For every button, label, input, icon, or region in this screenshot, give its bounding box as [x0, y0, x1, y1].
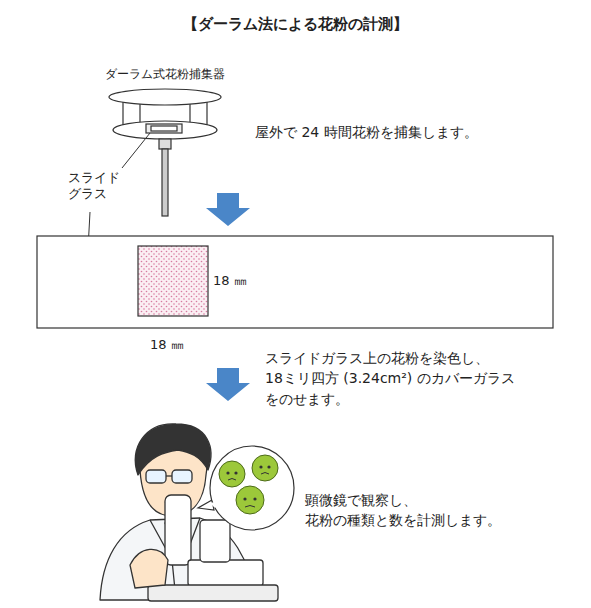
part-label: スライド グラス	[68, 170, 126, 203]
dimension: 18 ㎜	[150, 336, 184, 355]
dimension: 18 ㎜	[213, 272, 247, 291]
step-text: 顕微鏡で観察し、 花粉の種類と数を計測します。	[305, 490, 555, 531]
down-arrow	[206, 193, 250, 226]
slide-glass	[37, 236, 553, 328]
pollen-grains	[219, 455, 278, 514]
title: 【ダーラム法による花粉の計測】	[183, 14, 408, 36]
device-label: ダーラム式花粉捕集器	[105, 66, 225, 83]
step-text: 屋外で 24 時間花粉を捕集します。	[255, 122, 478, 142]
leader-line	[122, 133, 150, 168]
down-arrow	[206, 368, 250, 401]
step-text: スライドガラス上の花粉を染色し、 18ミリ四方 (3.24cm²) のカバーガラ…	[265, 348, 565, 409]
speech-bubble	[198, 446, 294, 530]
cover-glass	[138, 246, 208, 316]
pollen-collector	[109, 89, 221, 216]
